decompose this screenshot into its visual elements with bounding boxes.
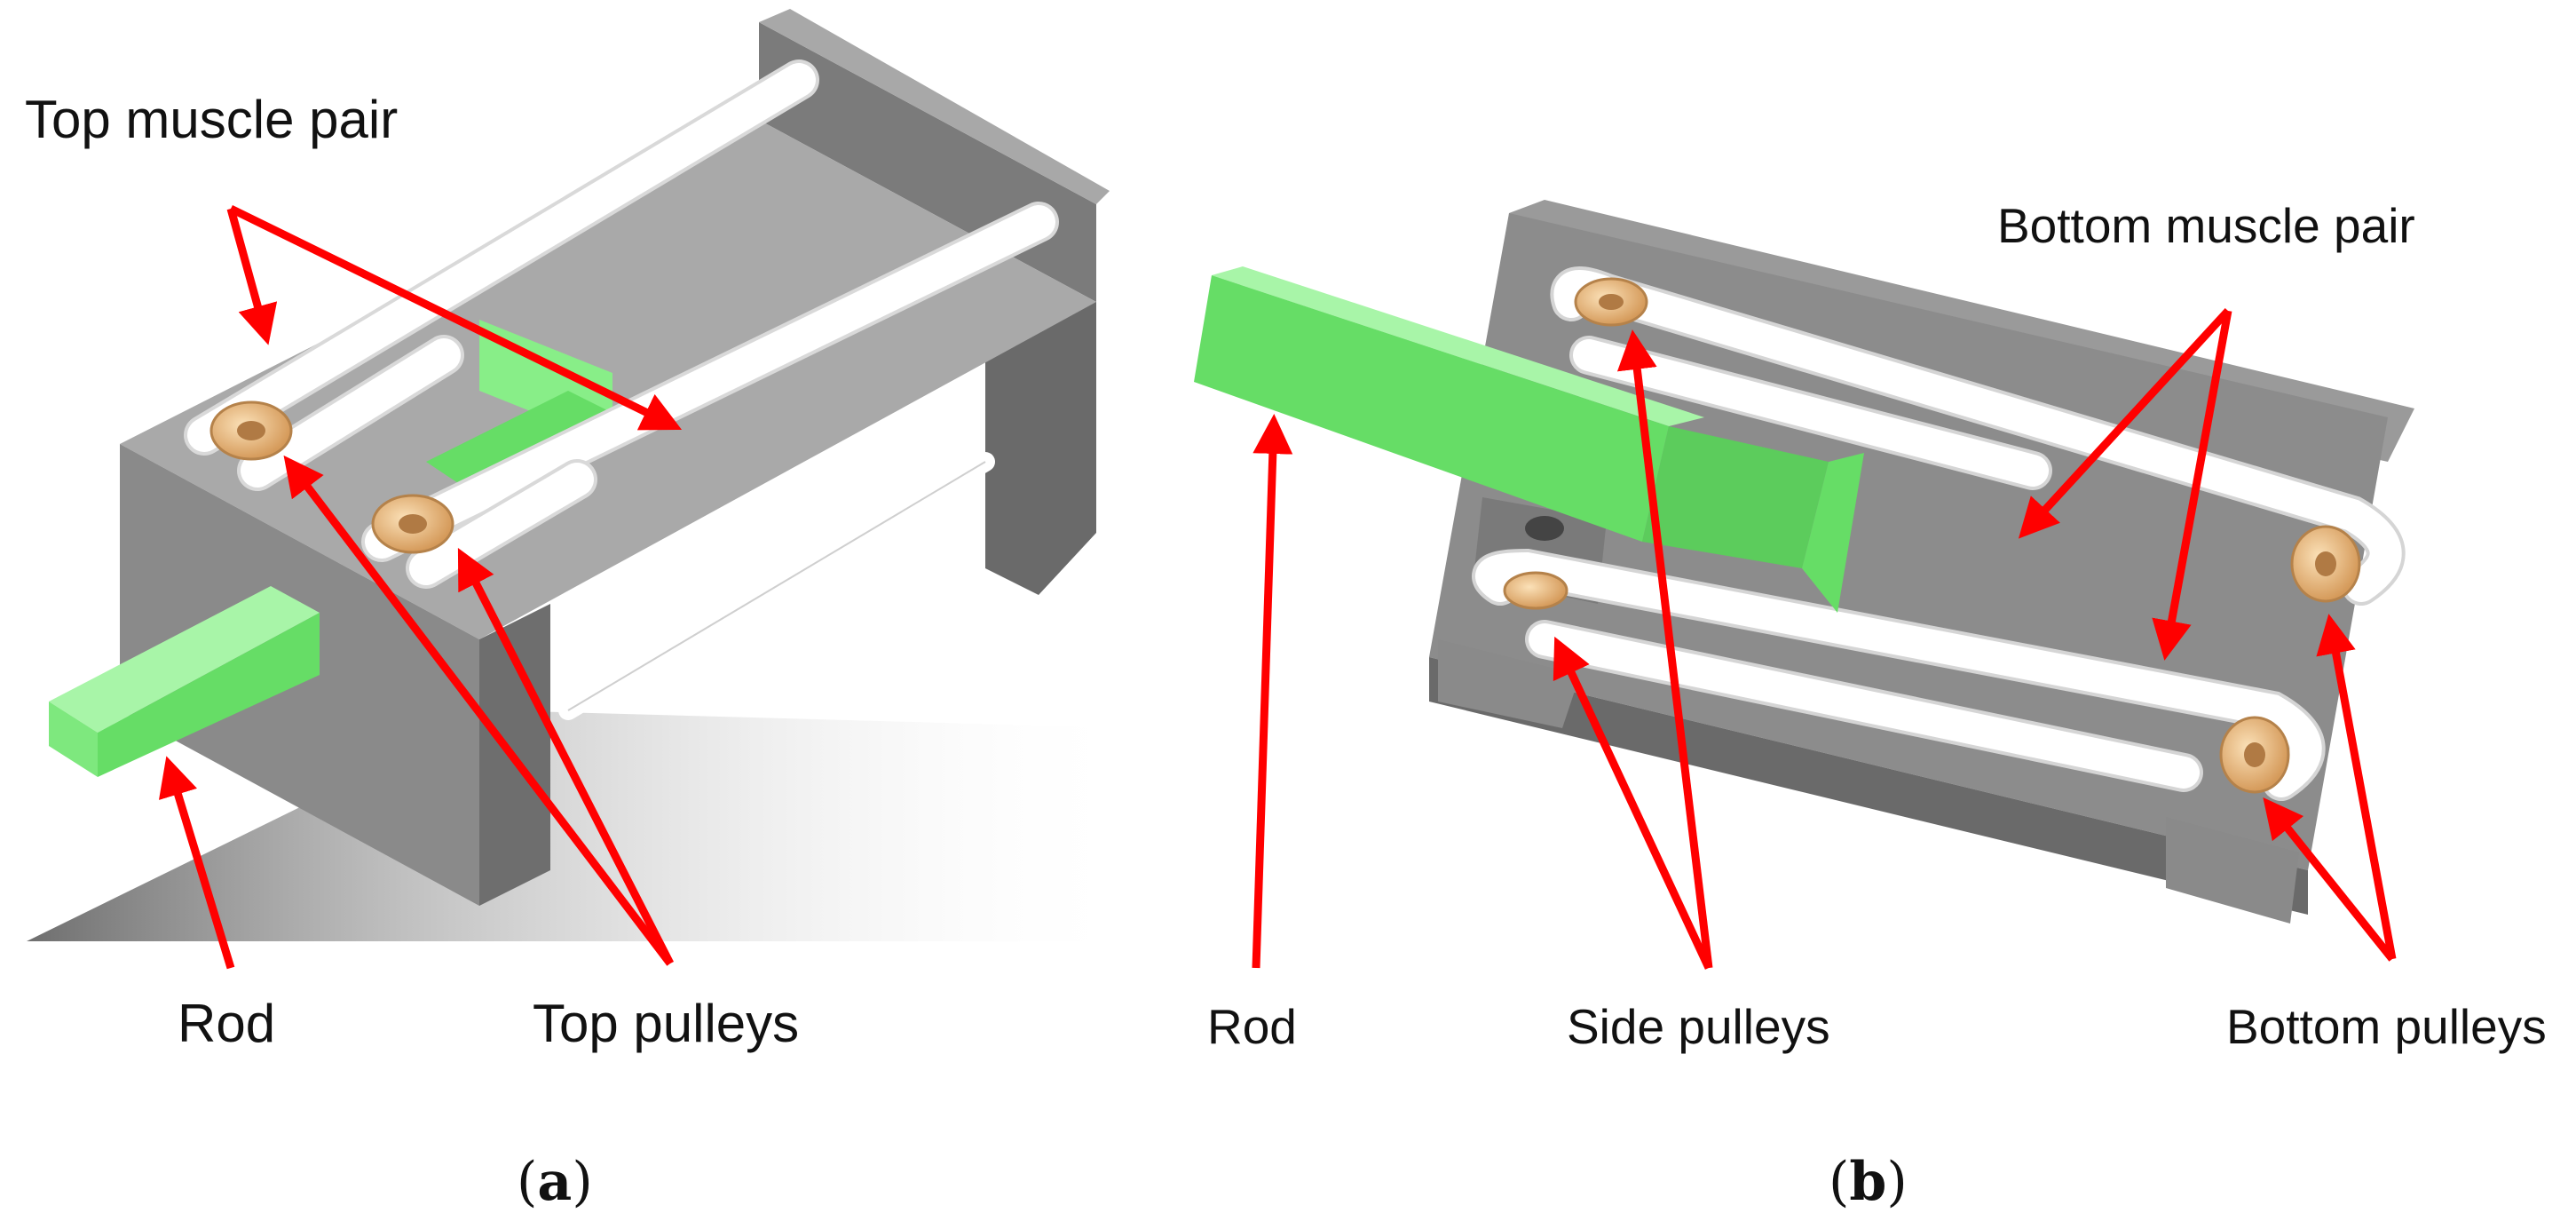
panel-a-shadow: [27, 710, 1136, 941]
arrow-bottom-muscle-2: [2152, 310, 2232, 661]
panel-b-foot-right: [2166, 817, 2299, 924]
arrow-bottom-pulley-2: [2263, 797, 2396, 962]
panel-a-top-muscles: [184, 59, 1059, 589]
label-top-muscle-pair: Top muscle pair: [25, 90, 399, 149]
label-bottom-muscle-pair: Bottom muscle pair: [1997, 198, 2415, 253]
caption-a: (a): [517, 1151, 593, 1213]
label-side-pulleys: Side pulleys: [1567, 999, 1830, 1054]
arrow-side-pulley-1: [1616, 329, 1713, 969]
caption-a-letter: a: [537, 1151, 573, 1213]
panel-b-muscles: [1472, 266, 2406, 801]
arrow-top-pulley-2: [457, 547, 675, 966]
arrow-top-muscle-1: [226, 207, 278, 345]
arrow-top-pulley-1: [283, 455, 674, 966]
panel-b-rod: [1212, 266, 1704, 426]
panel-b-side-pulley-2: [1503, 571, 1569, 610]
arrow-side-pulley-2: [1553, 636, 1713, 970]
label-rod-a: Rod: [178, 994, 276, 1053]
panel-a-right-leg: [985, 293, 1096, 595]
caption-b-letter: b: [1849, 1151, 1887, 1213]
panel-b-device: [1194, 200, 2414, 924]
panel-a-arrows: [158, 204, 683, 970]
caption-b: (b): [1829, 1151, 1908, 1213]
panel-b-arrows: [1252, 307, 2397, 970]
panel-a-rod: [49, 586, 320, 733]
arrow-rod-a: [158, 756, 235, 970]
label-rod-b: Rod: [1207, 999, 1297, 1054]
arrow-rod-b: [1252, 414, 1293, 969]
arrow-top-muscle-2: [229, 204, 683, 431]
label-bottom-pulleys: Bottom pulleys: [2226, 999, 2547, 1054]
label-top-pulleys: Top pulleys: [533, 994, 800, 1053]
arrow-bottom-muscle-1: [2018, 307, 2232, 539]
arrow-bottom-pulley-1: [2316, 614, 2397, 960]
panel-b-foot-left: [1438, 639, 1580, 728]
